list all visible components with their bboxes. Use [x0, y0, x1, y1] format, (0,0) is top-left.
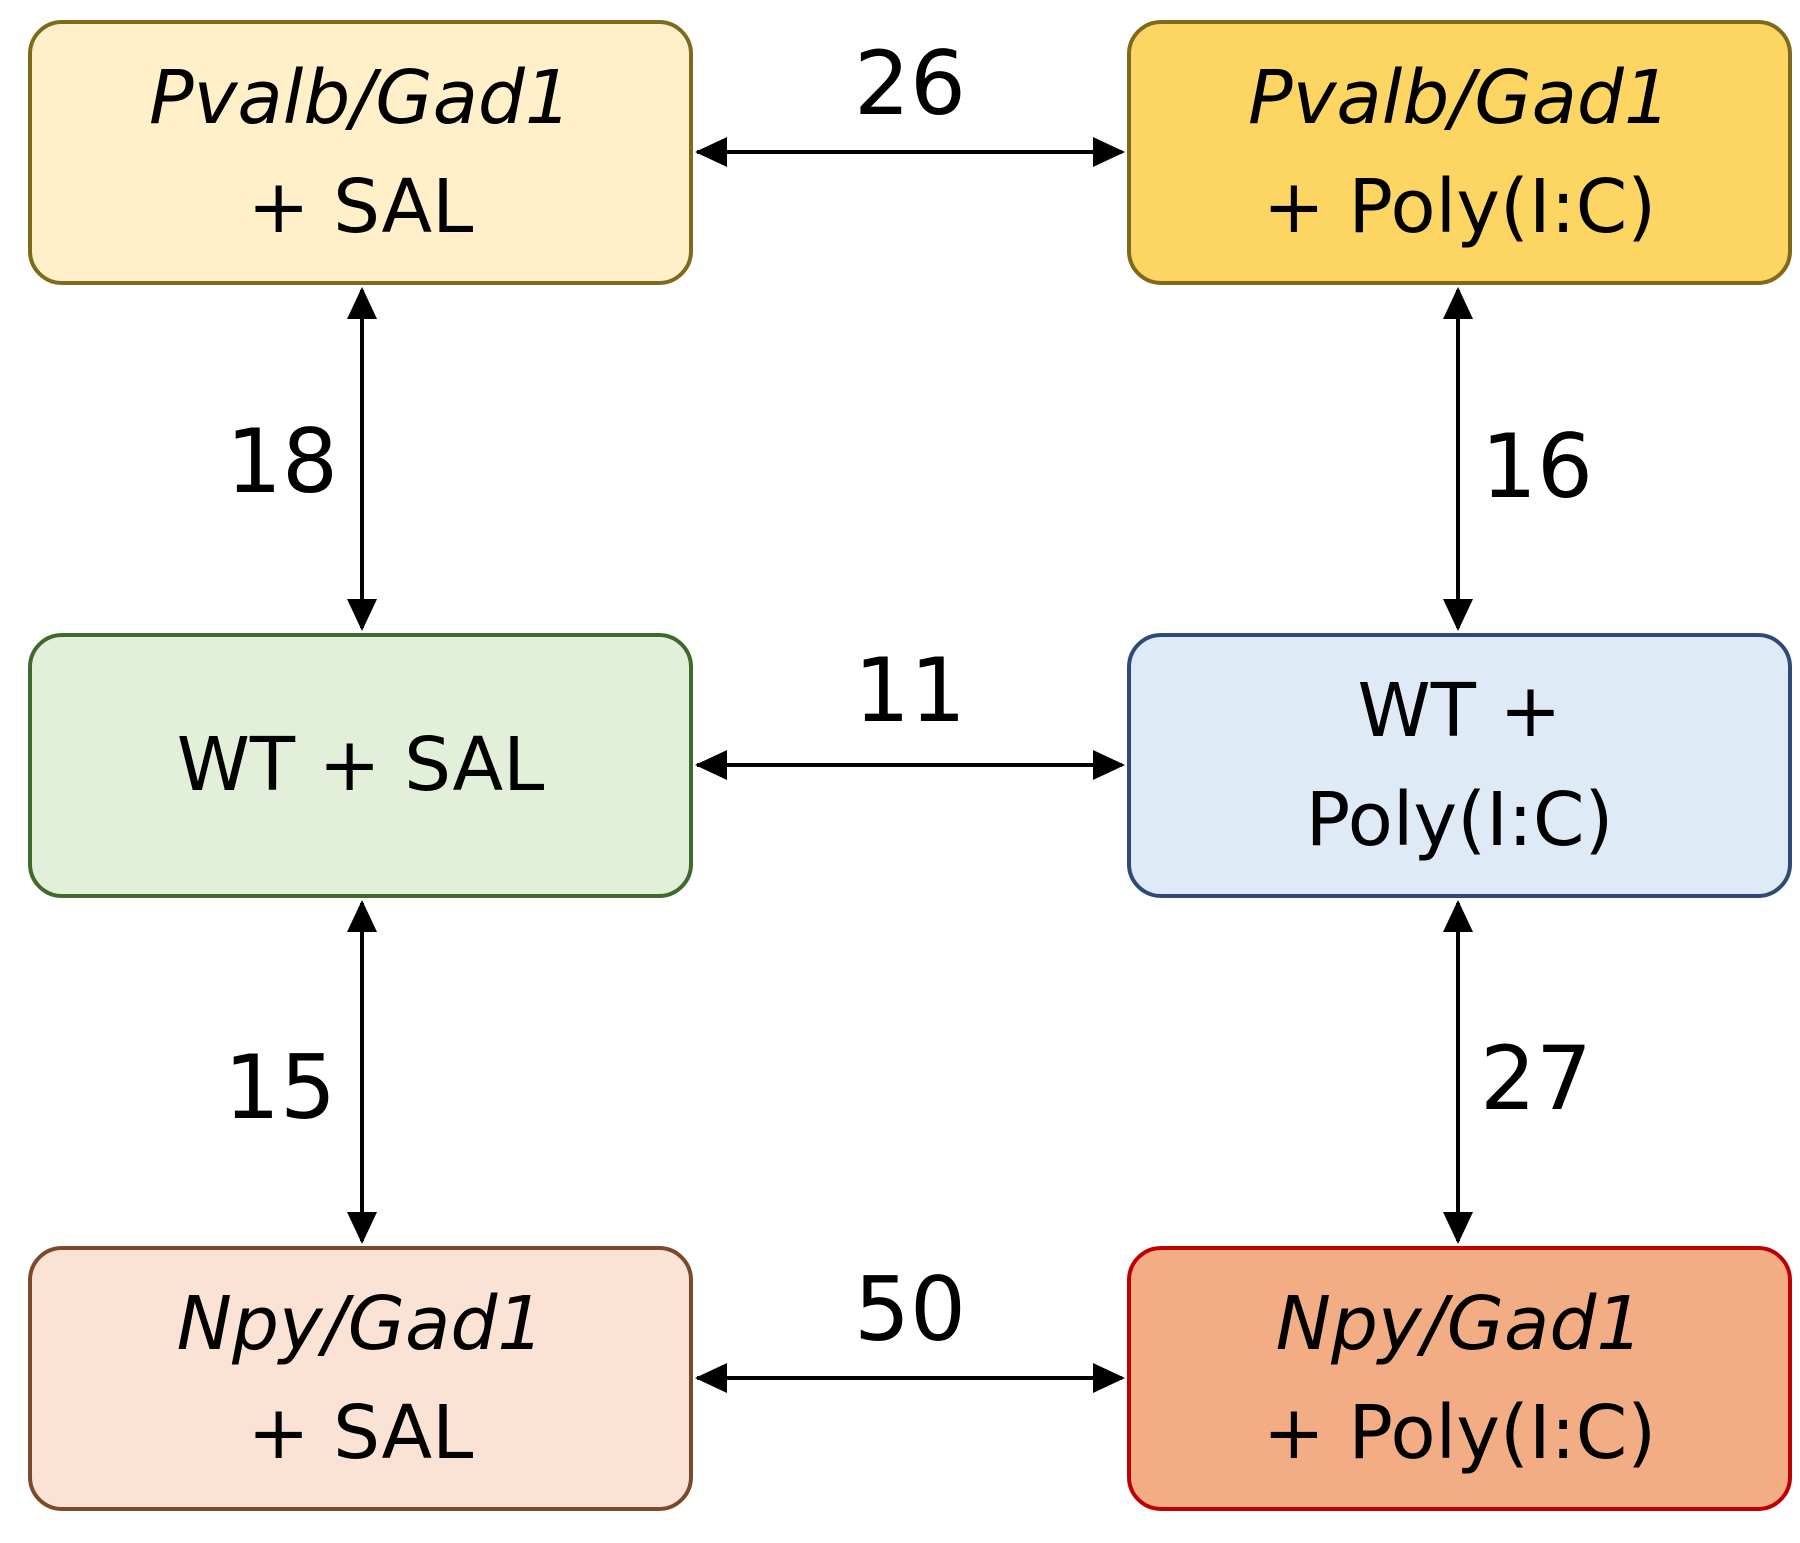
node-gene-label: Npy/Gad1: [1275, 1281, 1644, 1368]
arrowhead-down: [1443, 599, 1473, 631]
node-wt-sal: WT + SAL: [28, 633, 693, 898]
arrowhead-left: [695, 750, 727, 780]
node-treatment-label: + Poly(I:C): [1262, 1389, 1657, 1476]
node-wt-poly-ic: WT + Poly(I:C): [1127, 633, 1792, 898]
node-pvalb-gad1-poly-ic: Pvalb/Gad1 + Poly(I:C): [1127, 20, 1792, 285]
arrowhead-right: [1093, 137, 1125, 167]
edge-label-npy-sal-npy-poly: 50: [854, 1258, 966, 1361]
arrowhead-down: [347, 599, 377, 631]
node-treatment-label: + Poly(I:C): [1262, 163, 1657, 250]
node-gene-label: Pvalb/Gad1: [1248, 55, 1671, 142]
arrowhead-down: [347, 1212, 377, 1244]
arrowhead-right: [1093, 750, 1125, 780]
node-npy-gad1-sal: Npy/Gad1 + SAL: [28, 1246, 693, 1511]
node-treatment-label: + SAL: [247, 163, 474, 250]
edge-label-wt-sal-wt-poly: 11: [854, 639, 966, 742]
node-gene-label: Npy/Gad1: [176, 1281, 545, 1368]
edge-label-wt-poly-npy-poly: 27: [1480, 1027, 1592, 1130]
node-label-line2: Poly(I:C): [1305, 776, 1614, 863]
arrowhead-up: [1443, 287, 1473, 319]
node-label: WT + SAL: [176, 722, 545, 809]
edge-label-pv-sal-wt-sal: 18: [226, 410, 338, 513]
arrowhead-right: [1093, 1363, 1125, 1393]
arrowhead-left: [695, 137, 727, 167]
arrowhead-left: [695, 1363, 727, 1393]
edge-label-wt-sal-npy-sal: 15: [224, 1036, 336, 1139]
arrowhead-up: [1443, 900, 1473, 932]
node-pvalb-gad1-sal: Pvalb/Gad1 + SAL: [28, 20, 693, 285]
node-npy-gad1-poly-ic: Npy/Gad1 + Poly(I:C): [1127, 1246, 1792, 1511]
edge-label-pv-poly-wt-poly: 16: [1481, 415, 1593, 518]
arrowhead-up: [347, 900, 377, 932]
edge-label-pv-sal-pv-poly: 26: [854, 32, 966, 135]
arrowhead-up: [347, 287, 377, 319]
node-label-line1: WT +: [1357, 668, 1562, 755]
node-treatment-label: + SAL: [247, 1389, 474, 1476]
arrowhead-down: [1443, 1212, 1473, 1244]
node-gene-label: Pvalb/Gad1: [149, 55, 572, 142]
